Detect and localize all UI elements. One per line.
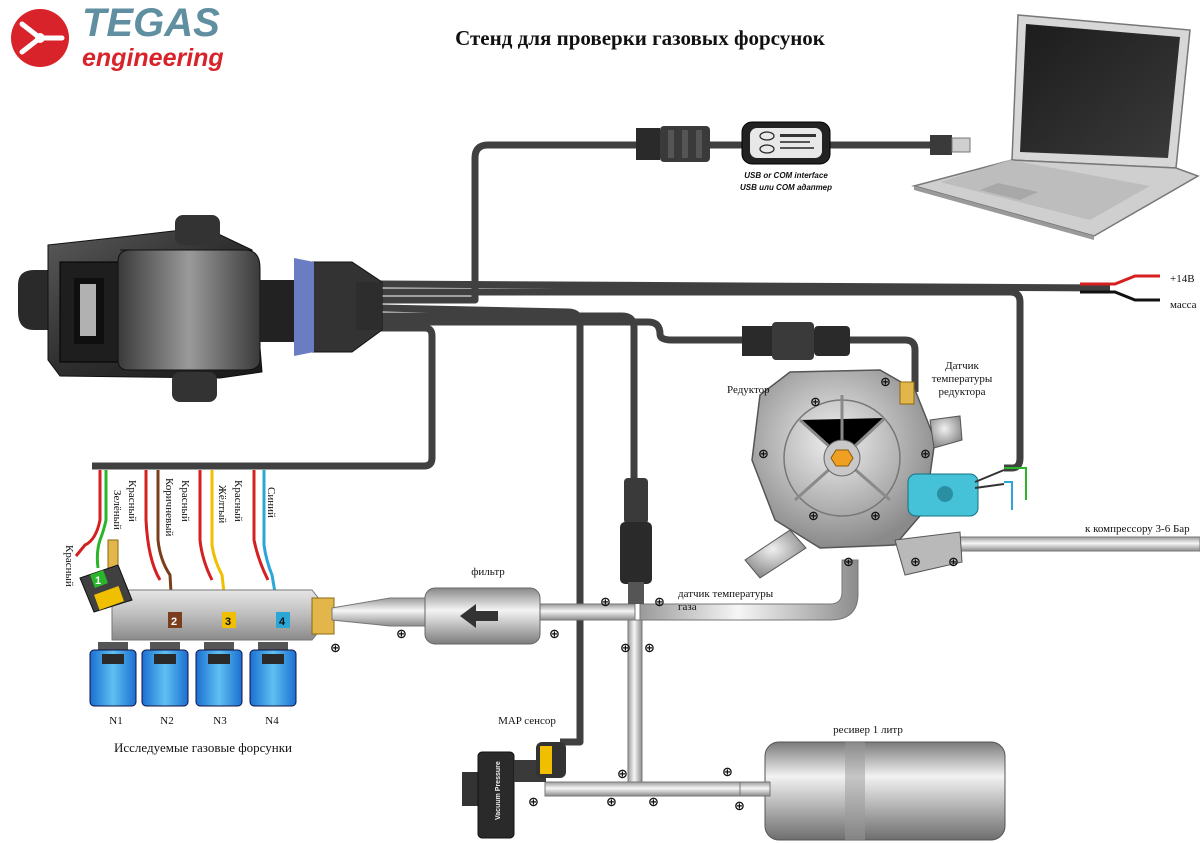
power-wires: +14В масса [1080,273,1197,311]
usb-plug-icon [930,135,971,155]
injector-number-badges: 1 2 3 4 [90,570,290,628]
injector-badge-4: 4 [279,616,286,628]
flow-arrow-icon [460,604,498,628]
clamp-icon: ⊕ [910,555,921,570]
clamp-icon: ⊕ [617,767,628,782]
injector-rail [79,539,335,641]
pipe-clamps: ⊕ ⊕ ⊕ ⊕ ⊕ ⊕ ⊕ ⊕ ⊕ ⊕ ⊕ ⊕ ⊕ ⊕ ⊕ ⊕ ⊕ ⊕ ⊕ ⊕ … [330,375,959,814]
harness-connector-top [636,126,710,162]
temp-sensor-label-2: температуры [932,373,993,385]
wire-label-3: Коричневый [163,478,175,537]
gas-reducer [744,369,1027,579]
laptop [911,14,1200,240]
injector-label-n3: N3 [213,715,227,727]
map-sensor-label: MAP сенсор [498,715,556,727]
clamp-icon: ⊕ [648,795,659,810]
wire-label-4: Красный [179,480,191,522]
injector-label-n4: N4 [265,715,279,727]
clamp-icon: ⊕ [843,555,854,570]
injector-2 [141,642,189,707]
gas-filter [424,587,541,645]
logo-sub: engineering [82,44,224,72]
injector-label-n2: N2 [160,715,173,727]
ecu-unit [18,215,383,402]
clamp-icon: ⊕ [528,795,539,810]
clamp-icon: ⊕ [870,509,881,524]
injector-badge-2: 2 [171,616,177,628]
map-body-text: Vacuum Pressure [495,761,502,820]
logo-brand: TEGAS [82,1,220,45]
wire-label-2: Красный [126,480,138,522]
clamp-icon: ⊕ [758,447,769,462]
injector-3 [195,642,243,707]
power-ground-label: масса [1170,299,1197,311]
wire-label-5: Жёлтый [216,485,228,523]
reducer-label: Редуктор [727,384,770,396]
gas-temp-label-2: газа [678,601,697,613]
usb-interface-box [741,121,831,165]
reducer-connector [742,322,850,360]
gas-temperature-sensor [620,478,652,604]
usb-label-ru: USB или COM адаптер [740,183,832,192]
clamp-icon: ⊕ [880,375,891,390]
injector-wire-labels: Красный Зелёный Красный Коричневый Красн… [63,478,277,587]
clamp-icon: ⊕ [606,795,617,810]
wire-label-6: Красный [232,480,244,522]
injectors-caption: Исследуемые газовые форсунки [114,740,292,755]
injector-label-n1: N1 [109,715,122,727]
clamp-icon: ⊕ [600,595,611,610]
clamp-icon: ⊕ [620,641,631,656]
clamp-icon: ⊕ [948,555,959,570]
page-title: Стенд для проверки газовых форсунок [455,26,826,50]
receiver-tank [739,741,1006,841]
filter-label: фильтр [471,566,505,578]
receiver-label: ресивер 1 литр [833,724,903,736]
clamp-icon: ⊕ [734,799,745,814]
wire-label-1: Зелёный [111,490,123,530]
gas-temp-label-1: датчик температуры [678,588,774,600]
clamp-icon: ⊕ [644,641,655,656]
usb-label-en: USB or COM interface [744,171,828,180]
clamp-icon: ⊕ [810,395,821,410]
injector-4 [249,642,297,707]
wire-label-7: Синий [265,487,277,518]
clamp-icon: ⊕ [654,595,665,610]
injector-1 [89,642,137,707]
main-harness [92,141,1111,746]
injector-badge-3: 3 [225,616,231,628]
clamp-icon: ⊕ [920,447,931,462]
injector-wires [74,470,280,611]
clamp-icon: ⊕ [396,627,407,642]
gas-pipes [331,536,1200,797]
wire-label-0: Красный [63,545,75,587]
clamp-icon: ⊕ [722,765,733,780]
power-plus-label: +14В [1170,273,1195,285]
clamp-icon: ⊕ [330,641,341,656]
temp-sensor-label-1: Датчик [945,360,979,372]
tegas-logo: TEGAS engineering [11,1,224,72]
map-sensor: Vacuum Pressure [462,742,566,839]
compressor-label: к компрессору 3-6 Бар [1085,523,1190,535]
injectors: N1 N2 N3 N4 [89,642,297,727]
temp-sensor-label-3: редуктора [938,386,985,398]
injector-badge-1: 1 [95,575,101,587]
clamp-icon: ⊕ [808,509,819,524]
clamp-icon: ⊕ [549,627,560,642]
